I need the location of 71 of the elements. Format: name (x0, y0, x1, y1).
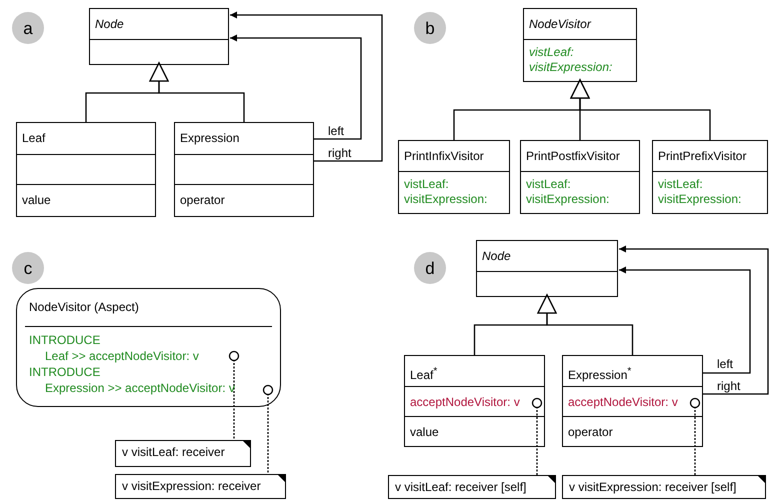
class-name: Node (95, 17, 124, 32)
class-box (562, 355, 703, 447)
class-name: NodeVisitor (529, 17, 591, 32)
association-arrow (619, 266, 751, 374)
note-text: v visitExpression: receiver [self] (569, 480, 736, 495)
class-box (89, 8, 229, 65)
method-name: visitExpression: (658, 192, 742, 207)
panel-badge (414, 12, 446, 44)
attribute-name: value (410, 425, 439, 440)
note-connector (262, 384, 274, 474)
note-box (562, 475, 766, 499)
method-name: visitExpression: (404, 192, 488, 207)
method-name: Expression >> acceptNodeVisitor: v (45, 381, 235, 396)
generalization-arrow (537, 294, 634, 355)
panel-badge (12, 252, 44, 284)
panel-letter: b (425, 20, 435, 36)
note-box (115, 440, 251, 467)
note-connector (228, 350, 240, 440)
attribute-name: value (22, 193, 51, 208)
class-name: PrintPostfixVisitor (526, 149, 620, 164)
panel-letter: a (23, 20, 33, 36)
method-name: vistLeaf: (404, 177, 449, 192)
method-name: vistLeaf: (526, 177, 571, 192)
edge-label: left (716, 357, 734, 371)
method-name: Leaf >> acceptNodeVisitor: v (45, 349, 199, 364)
class-name: Expression (180, 131, 240, 146)
attribute-name: operator (568, 425, 613, 440)
panel-letter: d (425, 260, 435, 276)
class-box (476, 240, 618, 297)
aspect-box (16, 288, 281, 407)
panel-badge (12, 12, 44, 44)
class-box (16, 122, 156, 217)
class-name: PrintPrefixVisitor (658, 149, 746, 164)
class-box (398, 140, 510, 214)
class-name: Leaf (22, 131, 46, 146)
note-box (115, 474, 286, 499)
association-arrow (619, 246, 769, 395)
class-box (520, 140, 640, 214)
method-name: visitExpression: (526, 192, 610, 207)
note-text: v visitLeaf: receiver [self] (395, 480, 526, 495)
class-name: Leaf$^{*}$ (410, 365, 438, 383)
class-box (523, 8, 637, 82)
class-box (404, 355, 545, 447)
class-box (652, 140, 768, 214)
note-text: v visitLeaf: receiver (122, 445, 225, 460)
generalization-arrow (570, 79, 711, 140)
class-name: Node (482, 249, 511, 264)
edge-label: right (327, 146, 352, 160)
method-name: visitExpression: (529, 60, 612, 75)
class-name: PrintInfixVisitor (404, 149, 484, 164)
panel-letter: c (24, 260, 32, 276)
association-arrow (230, 34, 362, 140)
attribute-name: operator (180, 193, 225, 208)
note-connector (532, 398, 542, 475)
introduce-keyword: INTRODUCE (29, 333, 100, 348)
method-name: vistLeaf: (658, 177, 703, 192)
panel-badge (414, 252, 446, 284)
class-name: Expression$^{*}$ (568, 365, 632, 383)
association-arrow (230, 12, 383, 162)
method-name: acceptNodeVisitor: v (410, 395, 520, 410)
edge-label: right (716, 379, 742, 393)
note-connector (690, 398, 700, 475)
aspect-name: NodeVisitor (Aspect) (29, 300, 139, 315)
note-box (388, 475, 556, 499)
method-name: vistLeaf: (529, 45, 574, 60)
method-name: acceptNodeVisitor: v (568, 395, 678, 410)
note-text: v visitExpression: receiver (122, 479, 261, 494)
edge-label: left (327, 124, 346, 138)
introduce-keyword: INTRODUCE (29, 365, 100, 380)
class-box (174, 122, 314, 217)
generalization-arrow (149, 62, 245, 122)
